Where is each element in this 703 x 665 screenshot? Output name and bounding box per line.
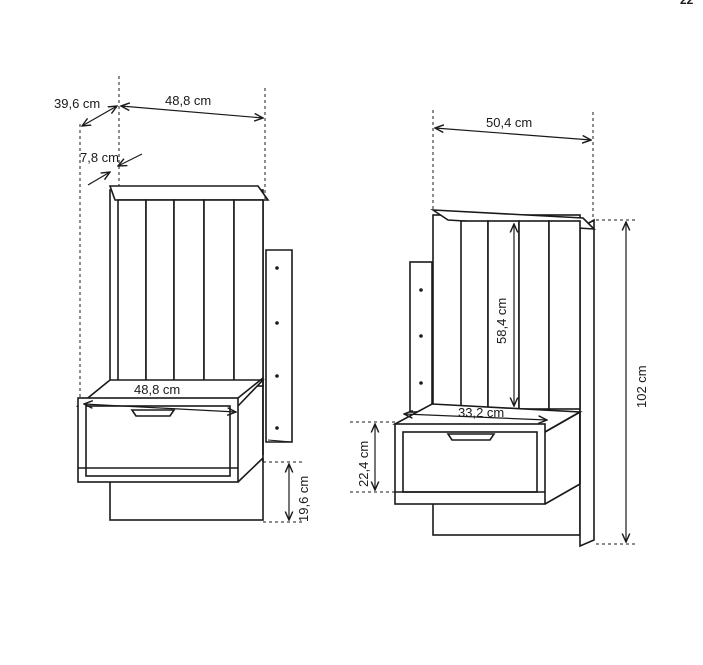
corner-mark: 22 [680, 0, 694, 7]
right-side-frame [579, 218, 595, 548]
left-bottom-height-label: 19,6 cm [296, 476, 311, 522]
right-panel-height-label: 58,4 cm [494, 298, 509, 344]
left-depth-label: 39,6 cm [54, 96, 100, 111]
left-top-width-label: 48,8 cm [165, 93, 211, 108]
left-dimensions: 39,6 cm 48,8 cm 7,8 cm 48,8 cm 19,6 cm [54, 76, 311, 523]
right-slats [460, 220, 581, 410]
right-drawer-box [394, 423, 546, 505]
right-shelf-width-label: 33,2 cm [458, 405, 504, 420]
left-unit [75, 185, 293, 521]
right-unit [392, 209, 597, 548]
left-shelf-width-label: 48,8 cm [134, 382, 180, 397]
left-top-board [108, 185, 270, 201]
left-side-panel [265, 249, 293, 443]
right-total-height-label: 102 cm [634, 365, 649, 408]
right-top-width-label: 50,4 cm [486, 115, 532, 130]
right-drawer-height-label: 22,4 cm [356, 441, 371, 487]
left-slats [117, 199, 264, 387]
right-screw-holes [419, 288, 423, 385]
right-drawer-handle [446, 433, 496, 441]
left-screw-holes [275, 266, 279, 430]
left-board-depth-label: 7,8 cm [80, 150, 119, 165]
right-dimensions: 50,4 cm 58,4 cm 102 cm 33,2 cm 22,4 cm [350, 110, 649, 545]
